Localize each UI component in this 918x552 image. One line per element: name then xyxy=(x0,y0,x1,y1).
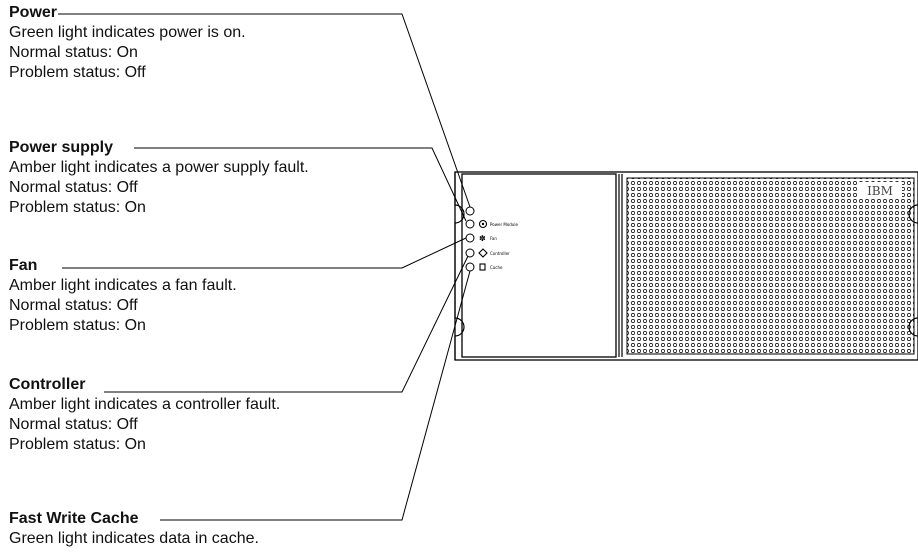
callout-description: Amber light indicates a fan fault. xyxy=(9,277,237,294)
callout-problem-status: Problem status: On xyxy=(9,317,146,334)
ibm-logo: IBM xyxy=(867,184,893,198)
vent-grille xyxy=(626,177,915,355)
cache-led xyxy=(465,262,475,272)
leader-line-power-supply xyxy=(134,147,467,222)
cache-label: Cache xyxy=(490,265,503,270)
callout-normal-status: Normal status: On xyxy=(9,44,138,61)
power-supply-led xyxy=(465,219,475,229)
fan-icon: ✽ xyxy=(479,234,486,243)
callout-title: Fan xyxy=(9,257,38,274)
callout-description: Amber light indicates a power supply fau… xyxy=(9,159,309,176)
leader-line-controller xyxy=(104,255,469,393)
callout-description: Green light indicates power is on. xyxy=(9,24,246,41)
callout-problem-status: Problem status: Off xyxy=(9,64,146,81)
callout-normal-status: Normal status: Off xyxy=(9,179,138,196)
callout-power-supply: Power supply Amber light indicates a pow… xyxy=(9,138,309,218)
callout-title: Power supply xyxy=(9,139,114,156)
fan-label: Fan xyxy=(490,236,497,241)
power-module-label: Power Module xyxy=(490,222,518,227)
callout-fan: Fan Amber light indicates a fan fault. N… xyxy=(9,256,237,336)
led-bezel-panel xyxy=(461,173,617,358)
callout-power: Power Green light indicates power is on.… xyxy=(9,3,246,83)
callout-title: Controller xyxy=(9,376,86,393)
logo-plate xyxy=(858,182,902,198)
callout-title: Fast Write Cache xyxy=(9,510,139,527)
controller-label: Controller xyxy=(490,251,510,256)
cache-icon xyxy=(479,263,486,271)
chassis-outline xyxy=(454,171,918,361)
power-led xyxy=(465,206,475,216)
leader-line-power xyxy=(58,13,471,208)
callout-description: Green light indicates data in cache. xyxy=(9,530,259,547)
callout-title: Power xyxy=(9,4,58,21)
controller-icon xyxy=(478,248,488,258)
callout-description: Amber light indicates a controller fault… xyxy=(9,396,281,413)
leader-line-cache xyxy=(160,270,471,521)
fan-led xyxy=(465,233,475,243)
callout-normal-status: Normal status: Off xyxy=(9,416,138,433)
power-module-icon-dot xyxy=(481,222,485,226)
callout-problem-status: Problem status: On xyxy=(9,199,146,216)
callout-controller: Controller Amber light indicates a contr… xyxy=(9,375,280,455)
controller-led xyxy=(465,248,475,258)
leader-line-fan xyxy=(62,237,467,269)
callout-fast-write-cache: Fast Write Cache Green light indicates d… xyxy=(9,509,259,549)
callout-normal-status: Normal status: Off xyxy=(9,297,138,314)
callout-problem-status: Problem status: On xyxy=(9,436,146,453)
